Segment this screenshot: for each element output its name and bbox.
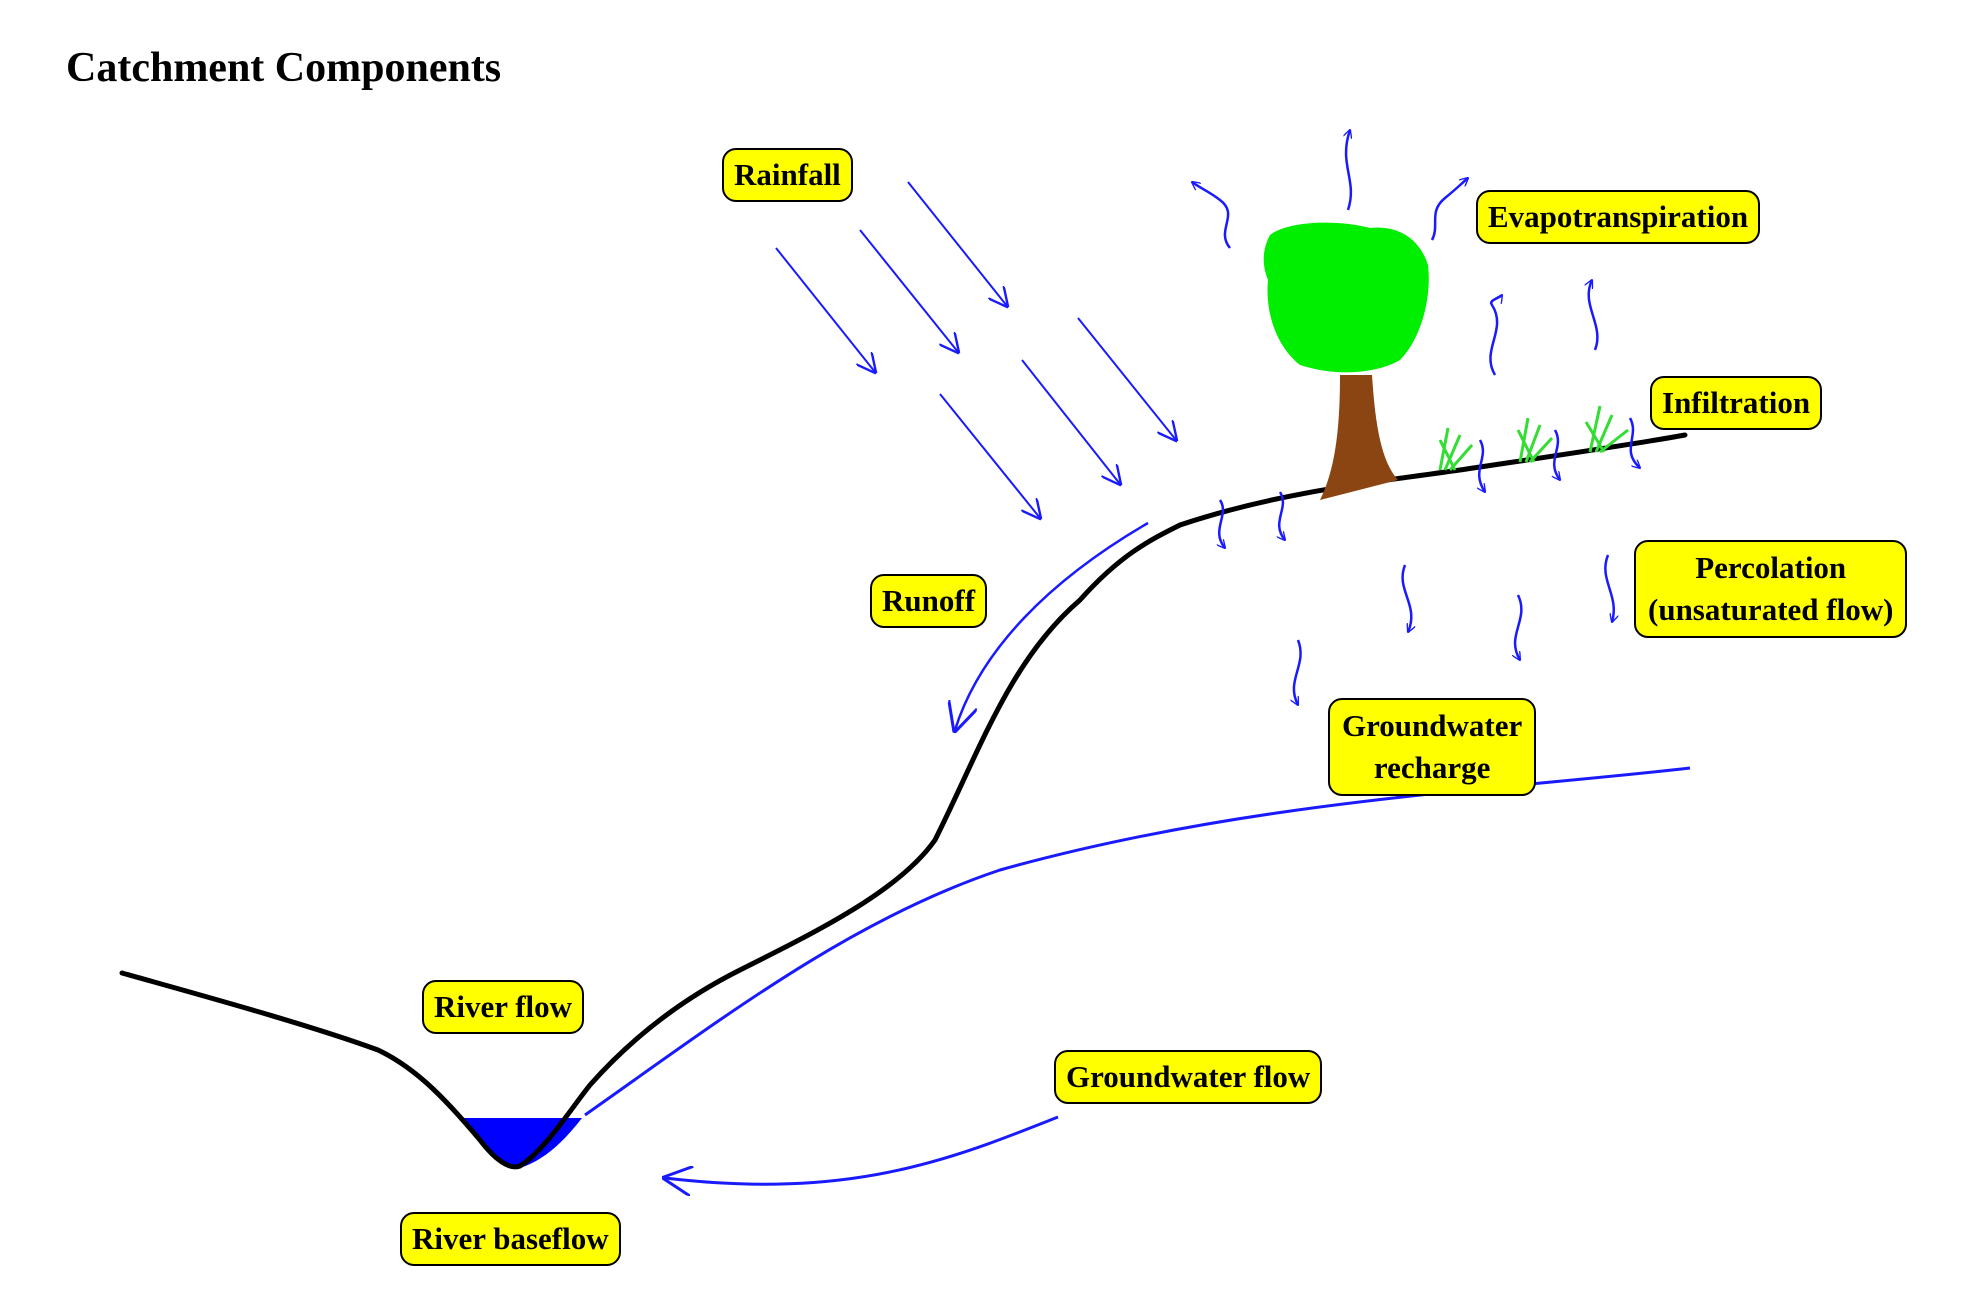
- rainfall-label: Rainfall: [722, 148, 853, 202]
- rainfall-arrows: [775, 181, 1176, 518]
- tree: [1263, 222, 1429, 500]
- runoff-arrow: [955, 521, 1149, 730]
- infiltration-label: Infiltration: [1650, 376, 1823, 430]
- river-water: [460, 1118, 582, 1168]
- groundwater-recharge-label: Groundwater recharge: [1328, 698, 1537, 796]
- groundwater-recharge-label-line1: Groundwater: [1342, 708, 1523, 743]
- tree-canopy: [1263, 222, 1429, 373]
- river-flow-label: River flow: [422, 980, 585, 1034]
- percolation-arrows: [1294, 554, 1614, 705]
- percolation-label: Percolation (unsaturated flow): [1634, 540, 1908, 638]
- evapotranspiration-arrows: [1192, 130, 1599, 376]
- grass: [1438, 405, 1629, 471]
- page-title: Catchment Components: [66, 45, 502, 91]
- infiltration-arrows: [1219, 417, 1640, 548]
- groundwater-flow-label: Groundwater flow: [1054, 1050, 1323, 1104]
- runoff-label: Runoff: [870, 574, 988, 628]
- groundwater-recharge-label-line2: recharge: [1373, 750, 1491, 785]
- ground-surface-line: [119, 432, 1688, 1170]
- groundwater-flow-arrow: [665, 1115, 1059, 1184]
- percolation-label-line1: Percolation: [1695, 550, 1847, 585]
- percolation-label-line2: (unsaturated flow): [1648, 592, 1894, 627]
- evapotranspiration-label: Evapotranspiration: [1476, 190, 1761, 244]
- tree-trunk: [1320, 375, 1398, 500]
- river-baseflow-label: River baseflow: [400, 1212, 621, 1266]
